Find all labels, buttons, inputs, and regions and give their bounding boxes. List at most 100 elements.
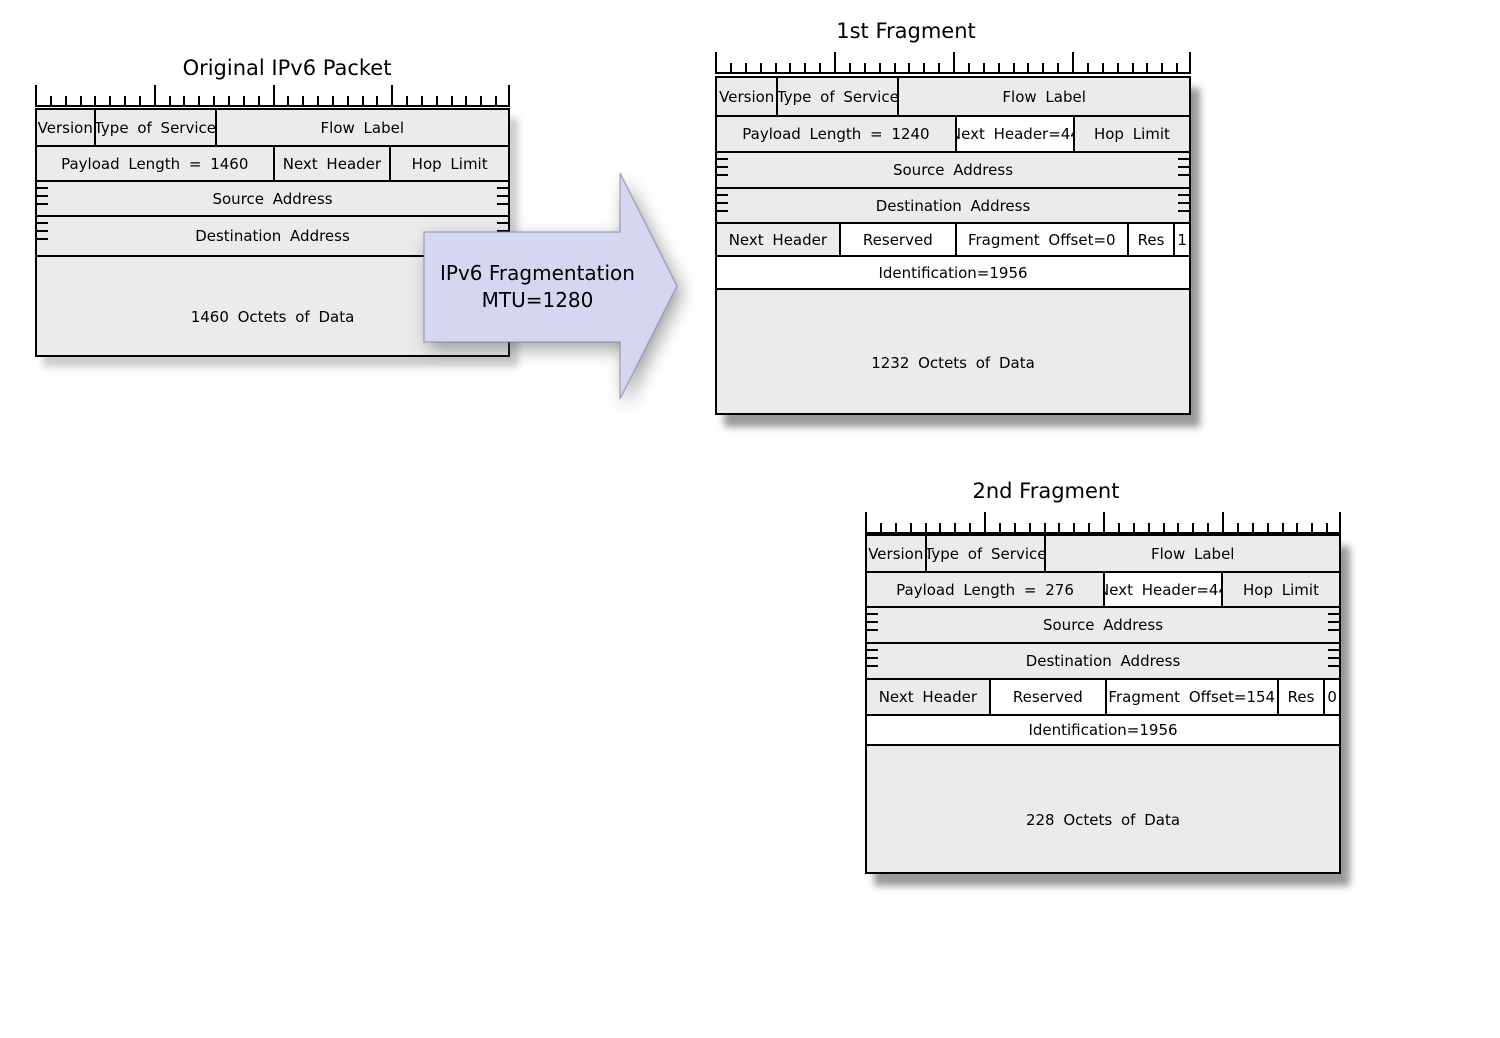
ruler-tick xyxy=(1117,523,1120,532)
table-row: 1460 Octets of Data xyxy=(37,255,508,355)
ruler-tick xyxy=(998,523,1001,532)
ruler-tick xyxy=(242,96,245,105)
ruler-tick xyxy=(109,96,112,105)
ruler-tick xyxy=(804,63,807,72)
ruler-tick xyxy=(1311,523,1314,532)
m-flag-cell: 0 xyxy=(1323,680,1339,714)
torn-edge-mark xyxy=(867,657,878,659)
ruler-tick xyxy=(331,96,334,105)
ruler-tick xyxy=(361,96,364,105)
ruler-tick xyxy=(35,85,37,105)
torn-edge-mark xyxy=(717,166,728,168)
table-row: Payload Length = 1460 Next Header Hop Li… xyxy=(37,145,508,180)
table-row: Version Type of Service Flow Label xyxy=(37,110,508,145)
ruler-tick xyxy=(64,96,67,105)
ruler-tick xyxy=(1013,523,1016,532)
torn-edge-mark xyxy=(37,187,48,189)
bit-ruler-fragment2 xyxy=(865,512,1341,534)
torn-edge-mark xyxy=(867,629,878,631)
data-octets-cell: 1232 Octets of Data xyxy=(871,353,1035,372)
torn-edge-mark xyxy=(1328,613,1339,615)
ruler-tick xyxy=(317,96,320,105)
data-octets-cell: 228 Octets of Data xyxy=(1025,811,1181,829)
ruler-tick xyxy=(302,96,305,105)
torn-edge-mark xyxy=(1178,210,1189,212)
torn-edge-mark xyxy=(1328,649,1339,651)
torn-edge-mark xyxy=(1328,629,1339,631)
ruler-tick xyxy=(834,52,836,72)
ruler-tick xyxy=(138,96,141,105)
torn-edge-mark xyxy=(867,665,878,667)
bit-ruler-original xyxy=(35,85,510,107)
ruler-tick xyxy=(879,523,882,532)
arrow-label-line1: IPv6 Fragmentation xyxy=(440,261,635,285)
identification-cell: Identification=1956 xyxy=(717,257,1189,288)
torn-edge-mark xyxy=(37,195,48,197)
ruler-tick xyxy=(1281,523,1284,532)
torn-edge-mark xyxy=(1178,174,1189,176)
res-cell: Res xyxy=(1276,680,1324,714)
ruler-tick xyxy=(227,96,230,105)
ruler-tick xyxy=(893,63,896,72)
destination-address-cell: Destination Address xyxy=(195,227,350,245)
ruler-tick xyxy=(1131,63,1134,72)
torn-edge-mark xyxy=(717,158,728,160)
torn-edge-mark xyxy=(1328,665,1339,667)
version-cell: Version xyxy=(37,118,93,137)
table-row: 228 Octets of Data xyxy=(867,744,1339,872)
table-row: Payload Length = 1240 Next Header=44 Hop… xyxy=(717,115,1189,151)
table-row: Source Address xyxy=(867,606,1339,642)
ruler-tick xyxy=(1101,63,1104,72)
ruler-tick xyxy=(1028,523,1031,532)
torn-edge-mark xyxy=(1328,657,1339,659)
ruler-tick xyxy=(153,85,156,105)
ruler-tick xyxy=(124,96,127,105)
ruler-tick xyxy=(1058,523,1061,532)
ruler-tick xyxy=(848,63,851,72)
ruler-tick xyxy=(1072,52,1074,72)
torn-edge-mark xyxy=(717,210,728,212)
payload-length-cell: Payload Length = 1240 xyxy=(742,125,930,143)
ruler-tick xyxy=(1296,523,1299,532)
ruler-tick xyxy=(376,96,379,105)
torn-edge-mark xyxy=(37,238,48,240)
destination-address-cell: Destination Address xyxy=(1025,652,1181,670)
ruler-tick xyxy=(894,523,897,532)
ruler-tick xyxy=(508,85,510,105)
ruler-tick xyxy=(997,63,1000,72)
ruler-tick xyxy=(1103,512,1105,532)
frag-next-header-cell: Next Header xyxy=(878,688,978,706)
torn-edge-mark xyxy=(867,621,878,623)
ruler-tick xyxy=(495,96,498,105)
ruler-tick xyxy=(79,96,82,105)
ruler-tick xyxy=(939,523,942,532)
hop-limit-cell: Hop Limit xyxy=(1221,573,1339,606)
torn-edge-mark xyxy=(717,202,728,204)
ruler-tick xyxy=(435,96,438,105)
ruler-tick xyxy=(729,63,732,72)
ruler-tick xyxy=(863,63,866,72)
ruler-tick xyxy=(969,523,972,532)
ruler-tick xyxy=(953,52,955,72)
frag-next-header-cell: Next Header xyxy=(728,230,828,249)
ruler-tick xyxy=(1057,63,1060,72)
table-row: Payload Length = 276 Next Header=44 Hop … xyxy=(867,571,1339,606)
ruler-tick xyxy=(272,85,275,105)
ruler-tick xyxy=(168,96,171,105)
torn-edge-mark xyxy=(497,195,508,197)
arrow-label: IPv6 Fragmentation MTU=1280 xyxy=(415,260,660,314)
table-row: Identification=1956 xyxy=(867,714,1339,744)
ruler-tick xyxy=(923,63,926,72)
ruler-tick xyxy=(1073,523,1076,532)
reserved-cell: Reserved xyxy=(838,224,955,255)
torn-edge-mark xyxy=(497,187,508,189)
ruler-tick xyxy=(1012,63,1015,72)
version-cell: Version xyxy=(868,544,924,563)
ruler-tick xyxy=(1162,523,1165,532)
torn-edge-mark xyxy=(867,649,878,651)
ruler-tick xyxy=(938,63,941,72)
ruler-tick xyxy=(287,96,290,105)
ruler-tick xyxy=(1043,523,1046,532)
ruler-tick xyxy=(715,52,717,72)
